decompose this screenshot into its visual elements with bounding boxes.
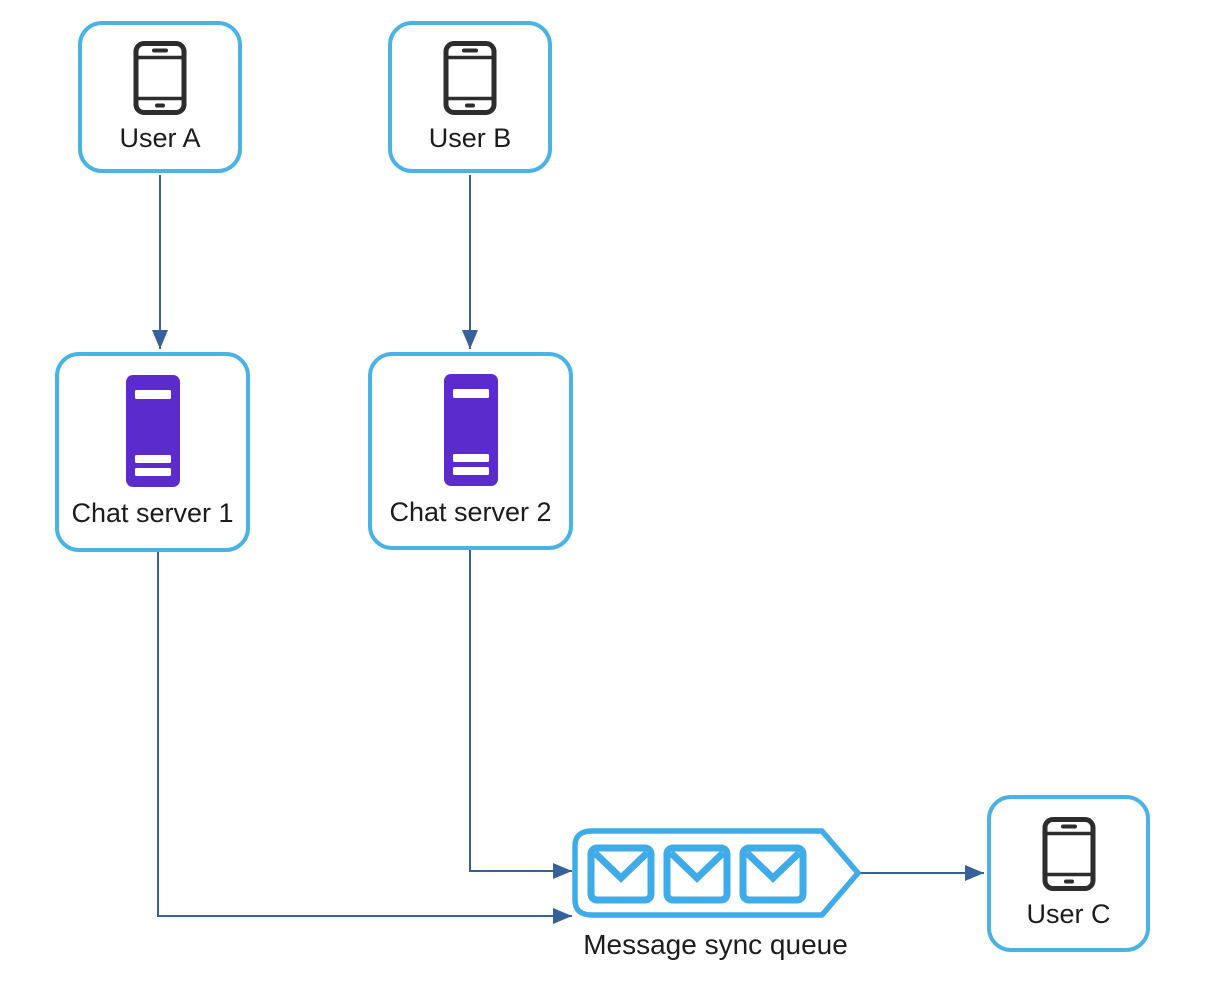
- message-queue-shape: [572, 828, 861, 918]
- phone-icon: [1042, 817, 1095, 892]
- server-icon: [443, 373, 498, 486]
- node-chat-server-1: Chat server 1: [55, 352, 250, 552]
- envelope-icon: [739, 844, 807, 904]
- node-label: Chat server 2: [389, 496, 552, 527]
- node-label: User B: [428, 122, 512, 153]
- server-icon: [125, 374, 180, 487]
- phone-icon: [443, 40, 497, 115]
- phone-icon: [133, 40, 187, 115]
- node-label: Chat server 1: [71, 497, 234, 528]
- edge-chat-server-2-to-queue: [469, 550, 572, 879]
- node-label: User A: [119, 122, 201, 153]
- node-label: User C: [1026, 899, 1111, 930]
- node-chat-server-2: Chat server 2: [368, 352, 573, 550]
- edge-chat-server-1-to-queue: [157, 552, 572, 924]
- node-user-b: User B: [388, 21, 552, 173]
- envelope-icon: [663, 844, 731, 904]
- node-user-c: User C: [987, 795, 1150, 952]
- node-user-a: User A: [78, 21, 242, 173]
- envelope-icon: [587, 844, 655, 904]
- queue-label: Message sync queue: [583, 929, 848, 960]
